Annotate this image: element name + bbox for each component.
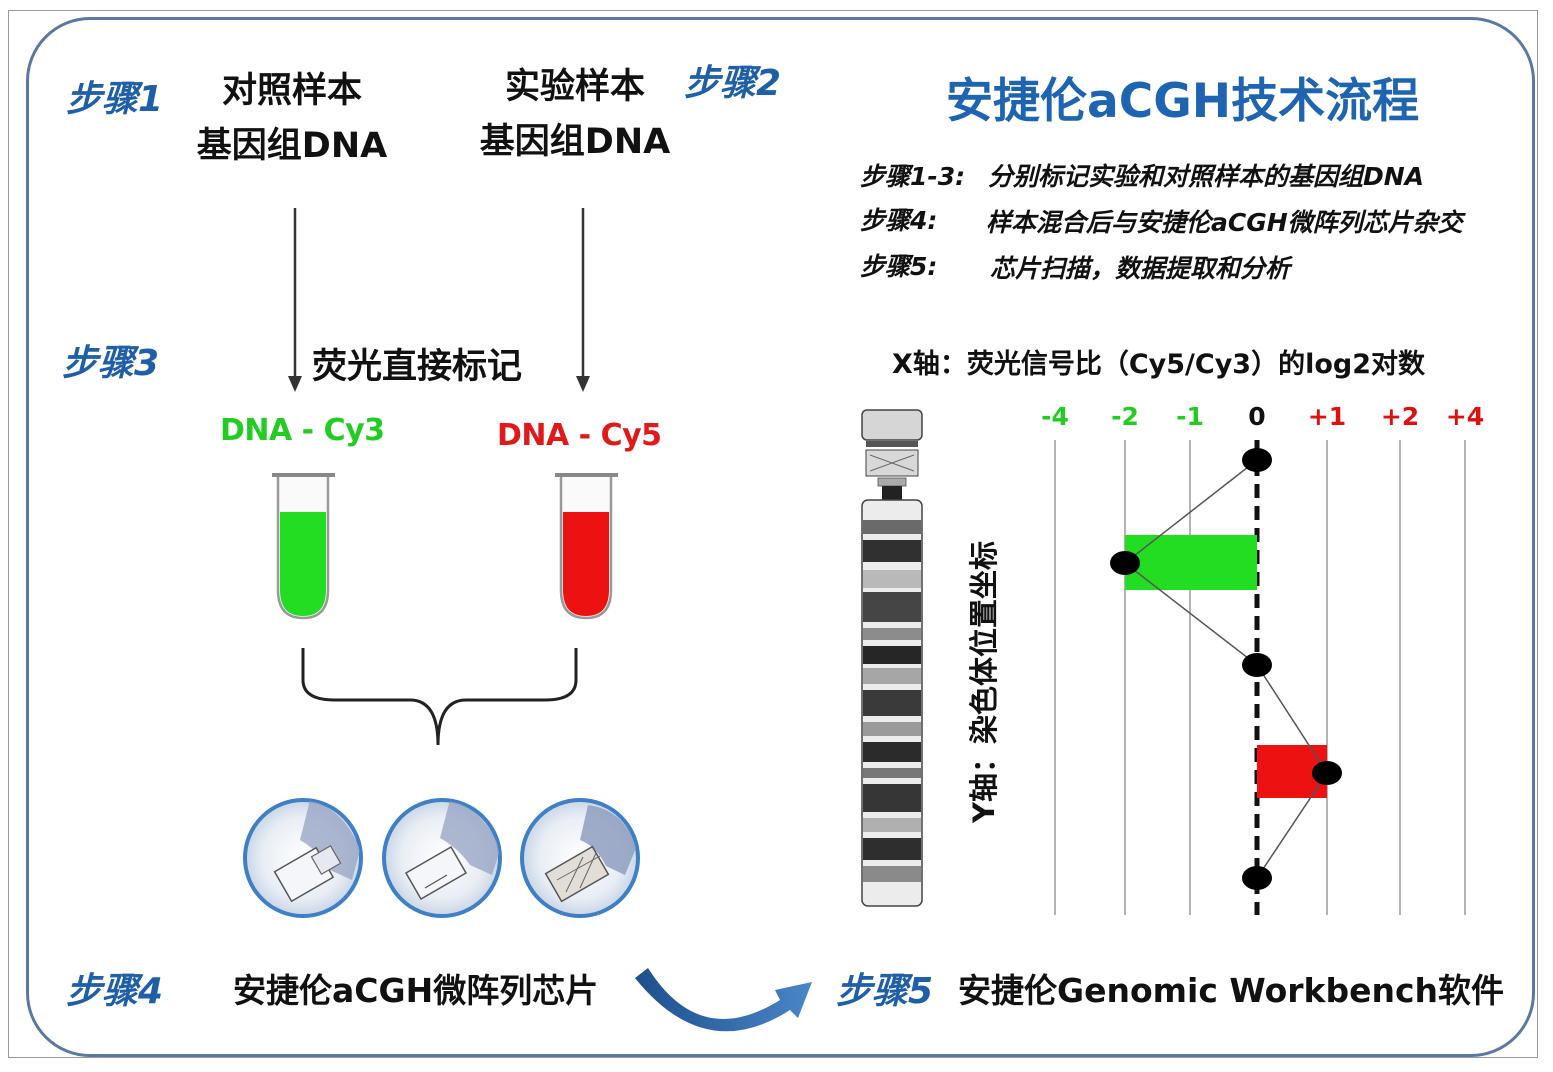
microarray-chip-icon [382, 798, 502, 918]
x-tick-label: +1 [1308, 402, 1346, 431]
x-tick-label: +4 [1446, 402, 1484, 431]
test-tube-icon [555, 473, 618, 620]
x-tick-label: -2 [1111, 402, 1139, 431]
test-tube-icon [272, 473, 335, 620]
x-axis-label: X轴：荧光信号比（Cy5/Cy3）的log2对数 [892, 349, 1425, 380]
ratio-line [1123, 459, 1328, 879]
control-sample-line2: 基因组DNA [196, 126, 388, 166]
control-sample-line1: 对照样本 [221, 71, 362, 111]
data-point [1312, 761, 1342, 785]
step-4-label: 步骤4 [66, 971, 164, 1012]
down-arrow-icon [288, 208, 302, 392]
x-tick-label: -4 [1041, 402, 1069, 431]
step-2-label: 步骤2 [684, 63, 782, 104]
desc-text-3: 芯片扫描，数据提取和分析 [990, 254, 1291, 283]
data-point [1110, 551, 1140, 575]
software-label: 安捷伦Genomic Workbench软件 [958, 971, 1505, 1010]
chromosome-icon [861, 409, 923, 907]
step-5-label: 步骤5 [836, 971, 934, 1012]
test-sample-line1: 实验样本 [504, 67, 645, 107]
test-sample-line2: 基因组DNA [479, 122, 671, 162]
x-tick-label: -1 [1176, 402, 1204, 431]
test-sample-title: 实验样本 基因组DNA [475, 58, 675, 164]
ratio-bar [1125, 535, 1257, 590]
data-point [1242, 653, 1272, 677]
down-arrow-icon [576, 208, 590, 392]
microarray-label: 安捷伦aCGH微阵列芯片 [233, 971, 599, 1010]
log2-ratio-plot: -4 -2 -1 0 +1 +2 +4 [1041, 402, 1484, 915]
data-point [1242, 448, 1272, 472]
data-point [1242, 866, 1272, 890]
step-3-label: 步骤3 [62, 343, 160, 384]
desc-text-1: 分别标记实验和对照样本的基因组DNA [988, 162, 1425, 191]
brace-icon [301, 648, 578, 746]
desc-key-1: 步骤1-3: [860, 162, 966, 191]
curved-arrow-icon [635, 968, 812, 1032]
y-axis-label-box: Y轴：染色体位置坐标 [962, 512, 1002, 852]
desc-key-2: 步骤4: [860, 206, 938, 235]
desc-text-2: 样本混合后与安捷伦aCGH微阵列芯片杂交 [986, 208, 1463, 237]
desc-key-3: 步骤5: [860, 252, 938, 281]
step-1-label: 步骤1 [66, 79, 164, 120]
page-title: 安捷伦aCGH技术流程 [946, 74, 1420, 129]
dye-cy5-label: DNA - Cy5 [497, 418, 662, 453]
x-tick-label: +2 [1381, 402, 1419, 431]
control-sample-title: 对照样本 基因组DNA [192, 62, 392, 168]
y-axis-label: Y轴：染色体位置坐标 [967, 541, 1001, 823]
x-tick-label: 0 [1248, 402, 1265, 431]
dye-cy3-label: DNA - Cy3 [220, 413, 385, 448]
labeling-text: 荧光直接标记 [312, 347, 523, 387]
microarray-chip-icon [520, 798, 640, 918]
microarray-chip-icon [243, 798, 363, 918]
